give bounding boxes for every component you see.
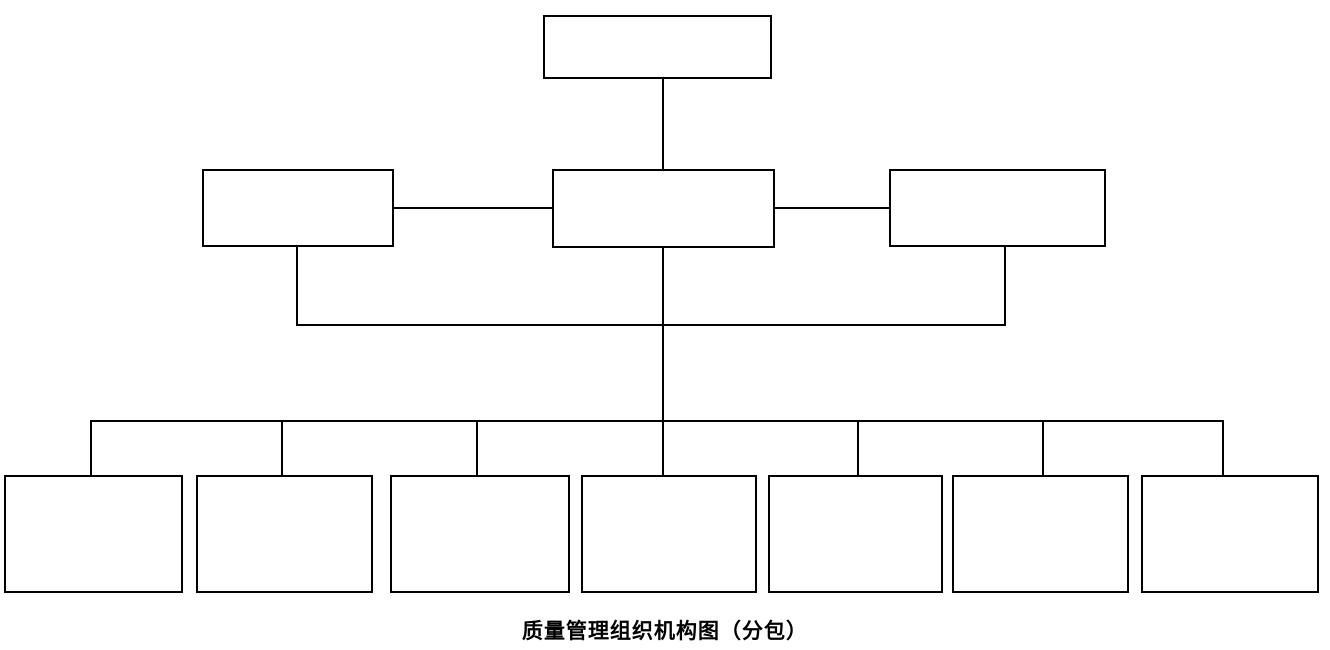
connector-h-leaf-bus (90, 420, 1224, 422)
org-node-mid-center[interactable] (552, 169, 775, 248)
connector-v-bus-leaf-7 (1222, 420, 1224, 475)
org-node-leaf-5[interactable] (768, 475, 943, 593)
connector-h-mid-bus (296, 324, 1006, 326)
org-node-leaf-6[interactable] (952, 475, 1129, 593)
connector-v-spine-main (662, 248, 664, 422)
connector-h-left-to-center (394, 207, 552, 209)
connector-h-center-to-right (775, 207, 889, 209)
connector-v-bus-leaf-4 (662, 420, 664, 475)
org-node-top-1[interactable] (543, 15, 772, 79)
connector-v-bus-leaf-2 (281, 420, 283, 475)
org-node-leaf-4[interactable] (581, 475, 757, 593)
connector-v-right-drop (1004, 247, 1006, 325)
org-node-leaf-2[interactable] (196, 475, 373, 593)
org-node-leaf-3[interactable] (390, 475, 570, 593)
org-node-mid-left[interactable] (202, 169, 394, 247)
connector-v-bus-leaf-6 (1042, 420, 1044, 475)
connector-v-bus-leaf-5 (857, 420, 859, 475)
chart-caption: 质量管理组织机构图（分包） (522, 619, 808, 643)
org-node-leaf-1[interactable] (4, 475, 183, 593)
connector-v-left-drop (296, 247, 298, 325)
org-node-leaf-7[interactable] (1141, 475, 1319, 593)
connector-v-top-to-center (662, 79, 664, 170)
connector-v-bus-leaf-1 (90, 420, 92, 475)
org-node-mid-right[interactable] (889, 169, 1106, 247)
connector-v-bus-leaf-3 (476, 420, 478, 475)
